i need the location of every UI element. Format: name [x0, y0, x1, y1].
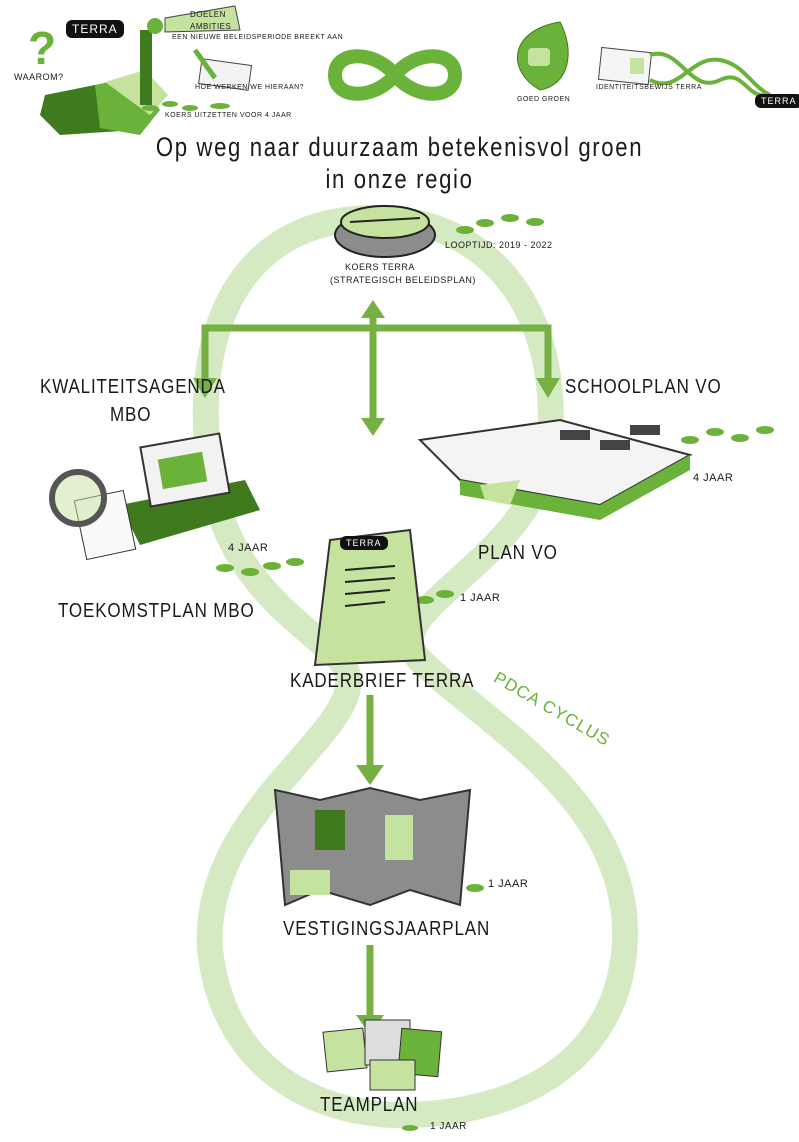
vo-duration: 4 jaar: [693, 472, 734, 484]
svg-text:?: ?: [28, 22, 56, 74]
page-title-line1: Op weg naar duurzaam betekenisvol groen: [155, 132, 644, 162]
teamplan-label: Teamplan: [320, 1094, 419, 1116]
footprints-icon: [216, 426, 774, 1131]
id-card-icon: [597, 46, 653, 86]
footprints-icon: [142, 101, 230, 111]
mbo-duration: 4 jaar: [228, 542, 269, 554]
compass-icon: [334, 205, 436, 258]
kaderbrief-terra-badge: TERRA: [340, 536, 388, 550]
calendar-magnifier-icon: [49, 432, 260, 561]
hoe-label: Hoe werken we hieraan?: [195, 84, 305, 91]
looptijd-label: Looptijd: 2019 - 2022: [445, 240, 553, 250]
mbo-label: MBO: [110, 404, 152, 426]
dna-terra-badge: TERRA: [755, 94, 799, 108]
ambities-label: Ambities: [190, 22, 232, 31]
koers-uitzetten-label: Koers uitzetten voor 4 jaar: [165, 112, 292, 119]
vestiging-duration: 1 jaar: [488, 878, 529, 890]
kwaliteitsagenda-label: Kwaliteitsagenda: [40, 376, 226, 398]
page-title-line2: in onze regio: [325, 164, 474, 194]
terra-logo-badge: TERRA: [66, 20, 124, 38]
beleidsperiode-label: Een nieuwe beleidsperiode breekt aan: [172, 34, 344, 41]
dna-icon: [649, 51, 771, 98]
koers-terra-subtitle: (strategisch beleidsplan): [330, 275, 476, 285]
schoolplan-vo-label: Schoolplan VO: [565, 376, 722, 398]
kaderbrief-document-icon: [313, 528, 427, 667]
pdca-loop: [192, 204, 639, 1129]
circular-economy-icon: [327, 49, 463, 101]
folded-map-icon: [273, 786, 472, 907]
person-binoculars-icon: [140, 5, 241, 105]
question-mark-icon: ?: [28, 22, 56, 74]
plan-vo-label: Plan VO: [478, 542, 558, 564]
vestigingsjaarplan-label: Vestigingsjaarplan: [283, 918, 491, 940]
kaderbrief-duration: 1 jaar: [460, 592, 501, 604]
thumbs-up-leaf-icon: [516, 21, 569, 91]
identiteitsbewijs-label: Identiteitsbewijs Terra: [596, 84, 702, 91]
kaderbrief-terra-label: Kaderbrief Terra: [290, 670, 475, 692]
koers-terra-label: Koers Terra: [345, 262, 415, 272]
footprints-icon: [456, 214, 544, 234]
goed-groen-label: Goed groen: [517, 96, 571, 103]
doelen-label: Doelen: [190, 10, 226, 19]
toekomstplan-mbo-label: Toekomstplan MBO: [58, 600, 255, 622]
waarom-label: Waarom?: [14, 72, 64, 82]
teamplan-duration: 1 jaar: [430, 1121, 467, 1132]
document-pencil-icon: [192, 48, 253, 91]
book-desks-icon: [417, 418, 693, 520]
team-photos-icon: [322, 1019, 443, 1091]
